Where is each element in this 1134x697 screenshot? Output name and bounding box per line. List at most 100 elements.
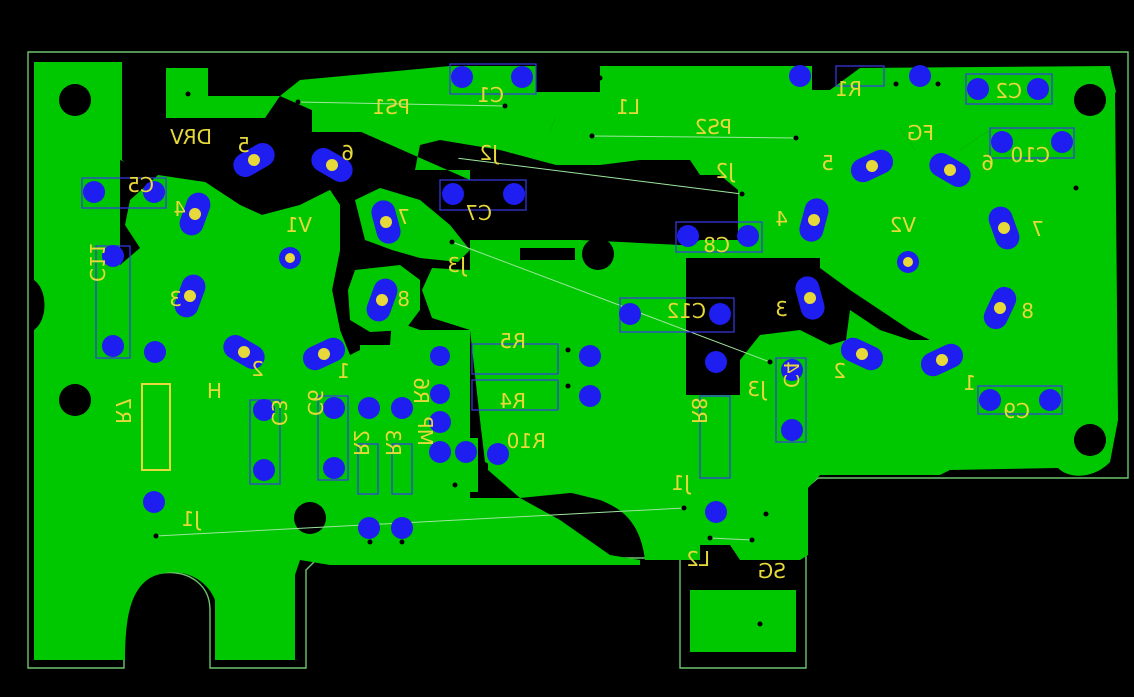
r1-pad <box>789 65 811 87</box>
v2-pin-4: 4 <box>775 207 788 231</box>
v2-pin-7: 7 <box>1031 217 1044 241</box>
mounting-hole <box>59 384 91 416</box>
via <box>763 511 769 517</box>
mp-pad <box>429 441 451 463</box>
label-c5: C5 <box>127 173 154 197</box>
via <box>565 193 571 199</box>
label-c6: C6 <box>303 389 327 416</box>
ratsnest-line <box>591 135 797 139</box>
pad <box>430 384 450 404</box>
left-slot <box>120 160 158 265</box>
c3-pad <box>253 399 275 421</box>
label-j2a: J2 <box>479 141 500 165</box>
via <box>452 482 458 488</box>
c4-pad <box>781 419 803 441</box>
via <box>935 81 941 87</box>
label-r6: R6 <box>409 377 433 404</box>
c3-pad <box>253 459 275 481</box>
round-pads <box>83 65 1073 539</box>
mounting-hole <box>582 504 614 536</box>
via <box>893 81 899 87</box>
via <box>502 103 508 109</box>
mounting-hole <box>1074 424 1106 456</box>
r5-pad <box>579 345 601 367</box>
r6-pad <box>429 411 451 433</box>
r2-outline <box>357 443 379 495</box>
label-c1: C1 <box>477 83 504 107</box>
mounting-holes <box>59 84 1106 536</box>
via <box>739 191 745 197</box>
via <box>367 539 373 545</box>
center-lower-pour <box>488 350 600 498</box>
c5-pad <box>143 181 165 203</box>
via <box>453 155 459 161</box>
pad <box>391 397 413 419</box>
r8-outline <box>699 395 731 479</box>
v1-pin-5: 5 <box>237 133 250 157</box>
label-c10: C10 <box>1011 143 1050 167</box>
c12-pad <box>709 303 731 325</box>
v1-pin-4: 4 <box>173 197 186 221</box>
c5-outline <box>81 177 167 209</box>
ratsnest-line <box>155 507 685 537</box>
via <box>767 359 773 365</box>
label-r8: R8 <box>687 397 711 424</box>
center-right-clearance <box>686 258 930 395</box>
v2-pin-6: 6 <box>981 151 994 175</box>
via <box>295 99 301 105</box>
label-c9: C9 <box>1003 399 1030 423</box>
c2-pad <box>967 78 989 100</box>
c11-pad <box>102 335 124 357</box>
c2-outline <box>965 73 1053 105</box>
c2-pad <box>1027 78 1049 100</box>
via <box>1073 185 1079 191</box>
c4-pad <box>781 359 803 381</box>
c12-pad <box>619 303 641 325</box>
via <box>399 539 405 545</box>
c7-pad <box>503 183 525 205</box>
label-r4: R4 <box>499 389 526 413</box>
r5-outline <box>471 343 559 375</box>
j1-pad <box>705 501 727 523</box>
v1-center-drill <box>285 253 295 263</box>
c11-pad <box>102 245 124 267</box>
top-strip-pour <box>166 66 1116 150</box>
pad <box>391 517 413 539</box>
c9-pad <box>979 389 1001 411</box>
c10-pad <box>991 131 1013 153</box>
pad <box>144 341 166 363</box>
label-j2b: J2 <box>715 159 736 183</box>
mounting-hole <box>582 238 614 270</box>
label-ps1: PS1 <box>373 95 410 119</box>
label-c7: C7 <box>465 201 492 225</box>
label-mp: MP <box>413 417 437 446</box>
c5-pad <box>83 181 105 203</box>
c6-pad <box>323 397 345 419</box>
label-j3a: J3 <box>447 253 468 277</box>
label-j1a: J1 <box>181 507 202 531</box>
via <box>793 135 799 141</box>
r7-outline <box>141 383 171 471</box>
ratsnest-line <box>451 241 771 363</box>
r10-pad <box>455 441 477 463</box>
sg-pad-pour <box>735 497 785 550</box>
pad <box>430 346 450 366</box>
r10-pad <box>487 443 509 465</box>
via <box>681 505 687 511</box>
v2-pin-3: 3 <box>775 297 788 321</box>
via <box>565 383 571 389</box>
label-c12: C12 <box>667 299 706 323</box>
r1-pad <box>909 65 931 87</box>
c8-pad <box>677 225 699 247</box>
via <box>749 537 755 543</box>
label-r7: R7 <box>111 397 135 424</box>
v1-pin-8: 8 <box>397 287 410 311</box>
via <box>589 133 595 139</box>
label-c11: C11 <box>85 243 109 282</box>
label-r3: R3 <box>381 429 405 456</box>
r4-outline <box>471 379 559 411</box>
center-slot <box>520 248 575 260</box>
v1-pin-6: 6 <box>341 141 354 165</box>
r1-outline <box>835 65 885 87</box>
label-l2: L2 <box>686 547 710 571</box>
